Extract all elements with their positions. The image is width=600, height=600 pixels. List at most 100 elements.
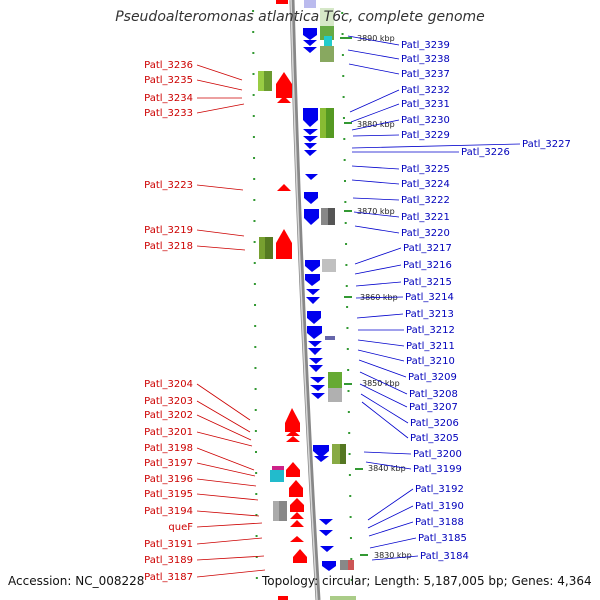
forward-gene bbox=[290, 498, 304, 512]
label-callout bbox=[348, 63, 400, 75]
scale-dot bbox=[255, 472, 258, 474]
feature-box bbox=[270, 470, 284, 482]
forward-gene-label: Patl_3197 bbox=[144, 458, 193, 469]
reverse-gene-label: Patl_3220 bbox=[401, 228, 450, 239]
reverse-gene-label: Patl_3207 bbox=[409, 402, 458, 413]
reverse-gene-label: Patl_3188 bbox=[415, 517, 464, 528]
forward-gene-label: Patl_3218 bbox=[144, 241, 193, 252]
label-callout bbox=[365, 461, 412, 470]
reverse-gene-label: Patl_3200 bbox=[413, 449, 462, 460]
scale-dot bbox=[349, 537, 352, 539]
scale-dot bbox=[343, 138, 346, 140]
feature-box bbox=[320, 46, 334, 62]
label-callout bbox=[196, 537, 263, 545]
kbp-label: 3870 kbp bbox=[357, 207, 395, 216]
forward-gene bbox=[286, 462, 300, 477]
reverse-gene-label: Patl_3199 bbox=[413, 464, 462, 475]
reverse-gene-label: Patl_3225 bbox=[401, 164, 450, 175]
scale-dot bbox=[345, 264, 348, 266]
label-callout bbox=[355, 281, 402, 287]
forward-gene-label: Patl_3187 bbox=[144, 572, 193, 583]
forward-gene-label: Patl_3195 bbox=[144, 489, 193, 500]
forward-gene-label: Patl_3198 bbox=[144, 443, 193, 454]
genome-title: Pseudoalteromonas atlantica T6c, complet… bbox=[115, 9, 485, 25]
scale-dot bbox=[255, 451, 258, 453]
scale-dot bbox=[348, 432, 351, 434]
label-callout bbox=[196, 569, 266, 578]
label-callout bbox=[350, 103, 400, 123]
scale-dot bbox=[343, 159, 346, 161]
forward-gene bbox=[286, 430, 300, 442]
reverse-gene-label: Patl_3238 bbox=[401, 54, 450, 65]
reverse-gene-label: Patl_3237 bbox=[401, 69, 450, 80]
kbp-label: 3890 kbp bbox=[357, 34, 395, 43]
label-callout bbox=[196, 383, 251, 421]
label-callout bbox=[196, 229, 245, 237]
scale-dot bbox=[349, 516, 352, 518]
label-callout bbox=[196, 64, 243, 81]
accession-text: Accession: NC_008228 bbox=[8, 574, 145, 588]
label-callout bbox=[360, 393, 409, 424]
label-callout bbox=[355, 296, 404, 299]
forward-gene bbox=[285, 408, 300, 432]
forward-gene-label: Patl_3223 bbox=[144, 180, 193, 191]
label-callout bbox=[196, 79, 243, 91]
reverse-gene-label: Patl_3232 bbox=[401, 85, 450, 96]
scale-dot bbox=[252, 115, 255, 117]
reverse-gene-label: Patl_3231 bbox=[401, 99, 450, 110]
reverse-gene-label: Patl_3190 bbox=[415, 501, 464, 512]
label-callout bbox=[196, 493, 259, 501]
scale-dot bbox=[255, 514, 258, 516]
feature-box bbox=[322, 259, 336, 272]
label-callout bbox=[196, 184, 244, 191]
reverse-gene bbox=[319, 519, 334, 552]
label-callout bbox=[358, 359, 407, 378]
scale-dot bbox=[254, 430, 257, 432]
label-callout bbox=[353, 211, 400, 218]
scale-dot bbox=[342, 75, 345, 77]
reverse-gene bbox=[314, 456, 329, 462]
forward-gene-label: queF bbox=[168, 522, 193, 533]
scale-dot bbox=[253, 199, 256, 201]
feature-box bbox=[325, 336, 335, 340]
kbp-label: 3830 kbp bbox=[374, 551, 412, 560]
forward-gene-label: Patl_3202 bbox=[144, 410, 193, 421]
scale-dot bbox=[348, 453, 351, 455]
reverse-gene bbox=[308, 341, 322, 355]
reverse-gene-label: Patl_3216 bbox=[403, 260, 452, 271]
label-callout bbox=[359, 383, 408, 408]
label-callout bbox=[359, 371, 408, 395]
forward-gene-label: Patl_3191 bbox=[144, 539, 193, 550]
label-callout bbox=[196, 431, 253, 447]
reverse-gene-label: Patl_3215 bbox=[403, 277, 452, 288]
reverse-gene-label: Patl_3239 bbox=[401, 40, 450, 51]
kbp-label: 3880 kbp bbox=[357, 120, 395, 129]
reverse-gene bbox=[310, 377, 325, 399]
scale-dot bbox=[344, 222, 347, 224]
scale-dot bbox=[341, 33, 344, 35]
scale-dot bbox=[347, 390, 350, 392]
label-callout bbox=[356, 313, 404, 319]
scale-dot bbox=[254, 304, 257, 306]
feature-box bbox=[324, 36, 332, 46]
forward-gene-label: Patl_3194 bbox=[144, 506, 193, 517]
reverse-gene-label: Patl_3185 bbox=[418, 533, 467, 544]
feature-box bbox=[330, 596, 356, 600]
scale-dot bbox=[252, 52, 255, 54]
scale-dot bbox=[252, 94, 255, 96]
label-callout bbox=[369, 537, 417, 549]
scale-dot bbox=[344, 201, 347, 203]
forward-gene-labels: Patl_3236Patl_3235Patl_3234Patl_3233Patl… bbox=[144, 60, 266, 583]
scale-dot bbox=[255, 577, 258, 579]
reverse-gene-label: Patl_3192 bbox=[415, 484, 464, 495]
scale-dot bbox=[253, 283, 256, 285]
feature-box bbox=[340, 444, 346, 464]
reverse-gene bbox=[304, 209, 319, 225]
feature-box bbox=[340, 560, 354, 570]
label-callout bbox=[347, 35, 400, 46]
scale-dot bbox=[348, 474, 351, 476]
scale-dot bbox=[254, 367, 257, 369]
forward-gene bbox=[293, 549, 307, 563]
scale-dot bbox=[254, 325, 257, 327]
feature-box bbox=[328, 208, 335, 225]
